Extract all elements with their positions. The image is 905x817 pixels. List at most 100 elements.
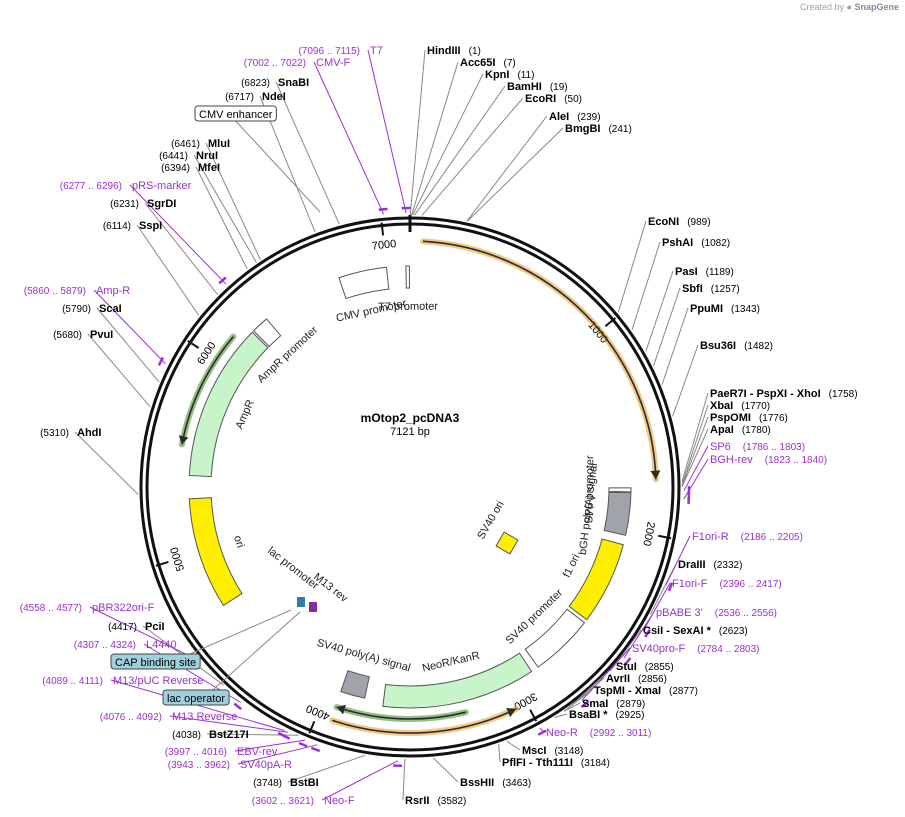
site-name[interactable]: KpnI [485, 69, 509, 81]
feature-cmv-promoter[interactable] [338, 266, 390, 300]
site-name[interactable]: NdeI [262, 91, 286, 103]
site-name[interactable]: StuI [616, 661, 637, 673]
site-name[interactable]: HindIII [427, 45, 461, 57]
site-name[interactable]: SmaI [582, 698, 608, 710]
site-name[interactable]: PpuMI [690, 303, 723, 315]
site-name[interactable]: Bsu36I [700, 340, 736, 352]
feature-bgh-polya[interactable] [603, 491, 632, 536]
cds-arc [331, 708, 517, 734]
site-name[interactable]: BamHI [507, 81, 542, 93]
primer-bind-mark [157, 356, 165, 366]
primer-name[interactable]: CMV-F [316, 57, 351, 69]
site-name[interactable]: SgrDI [147, 198, 176, 210]
primer-bind-mark [310, 746, 321, 753]
primer-name[interactable]: pRS-marker [132, 180, 192, 192]
scale-tick-label: 5000 [168, 546, 187, 573]
site-name[interactable]: BsaBI * [569, 709, 608, 721]
site-name[interactable]: Acc65I [460, 57, 495, 69]
site-name[interactable]: BssHII [460, 777, 494, 789]
site-name[interactable]: PflFI - Tth111I [502, 757, 573, 769]
site-name[interactable]: AleI [549, 111, 569, 123]
site-name[interactable]: MluI [208, 138, 230, 150]
site-name[interactable]: CsiI - SexAI * [643, 625, 712, 637]
site-name[interactable]: ScaI [99, 303, 122, 315]
feature-sv40-promoter[interactable] [524, 608, 586, 668]
primer-name[interactable]: Neo-R [546, 727, 578, 739]
primer-name[interactable]: Neo-F [324, 795, 355, 807]
primer-leader [93, 289, 166, 364]
primer-name[interactable]: L4440 [146, 639, 177, 651]
site-name[interactable]: ApaI [710, 424, 734, 436]
site-name[interactable]: NruI [196, 150, 218, 162]
site-name[interactable]: AhdI [77, 427, 101, 439]
site-position: (3148) [554, 746, 583, 757]
box-label-2[interactable]: lac operator [162, 689, 230, 706]
site-name[interactable]: PciI [145, 621, 165, 633]
site-name[interactable]: PshAI [662, 237, 693, 249]
primer-leader [313, 61, 385, 215]
primer-name[interactable]: M13/pUC Reverse [113, 675, 203, 687]
site-name[interactable]: RsrII [405, 795, 429, 807]
primer-name[interactable]: SV40pA-R [240, 759, 292, 771]
site-position: (50) [564, 94, 582, 105]
site-leader [144, 202, 219, 295]
site-name[interactable]: AvrII [606, 673, 630, 685]
site-position: (5790) [62, 304, 91, 315]
feature-sv40-polya[interactable] [340, 670, 370, 699]
site-name[interactable]: SnaBI [278, 77, 309, 89]
site-name[interactable]: BstBI [290, 777, 319, 789]
site-name[interactable]: TspMI - XmaI [594, 685, 661, 697]
primer-bind-mark [218, 276, 227, 285]
primer-name[interactable]: F1ori-R [692, 531, 729, 543]
primer-name[interactable]: T7 [370, 45, 383, 57]
feature-neor-kanr[interactable] [382, 652, 533, 709]
site-name[interactable]: SbfI [682, 283, 703, 295]
feature-ori[interactable] [188, 497, 243, 607]
site-name[interactable]: EcoNI [648, 216, 679, 228]
site-name[interactable]: XbaI [710, 400, 733, 412]
site-position: (1189) [706, 267, 734, 278]
site-name[interactable]: PspOMI [710, 412, 751, 424]
site-name[interactable]: MfeI [198, 162, 220, 174]
site-leader [645, 270, 674, 352]
feature-ampr-promoter[interactable] [252, 318, 282, 348]
primer-bind-mark [277, 731, 287, 739]
primer-name[interactable]: EBV-rev [237, 746, 278, 758]
primer-leader [89, 606, 198, 661]
site-name[interactable]: PvuI [90, 329, 113, 341]
primer-position: (3602 .. 3621) [252, 796, 314, 807]
site-leader [617, 220, 647, 313]
site-name[interactable]: PaeR7I - PspXI - XhoI [710, 388, 821, 400]
scale-tick [604, 317, 617, 328]
site-position: (6231) [110, 199, 139, 210]
site-name[interactable]: SspI [139, 220, 162, 232]
primer-position: (4076 .. 4092) [100, 712, 162, 723]
primer-position: (7096 .. 7115) [298, 46, 360, 57]
primer-name[interactable]: Amp-R [96, 285, 130, 297]
box-label-1[interactable]: CAP binding site [110, 653, 201, 670]
primer-name[interactable]: pBABE 3' [656, 607, 703, 619]
feature-f1-ori[interactable] [568, 538, 624, 621]
plasmid-name: mOtop2_pcDNA3 [361, 411, 460, 425]
primer-position: (2536 .. 2556) [715, 608, 777, 619]
site-leader [661, 307, 689, 385]
feature-sp6-promoter[interactable] [608, 487, 632, 493]
primer-name[interactable]: pBR322ori-F [92, 602, 155, 614]
primer-name[interactable]: F1ori-F [672, 578, 708, 590]
site-name[interactable]: BmgBI [565, 123, 600, 135]
site-name[interactable]: DraIII [678, 559, 706, 571]
site-name[interactable]: BstZ17I [209, 729, 249, 741]
site-name[interactable]: PasI [675, 266, 698, 278]
site-name[interactable]: MscI [522, 745, 546, 757]
primer-name[interactable]: BGH-rev [710, 454, 753, 466]
primer-name[interactable]: M13 Reverse [172, 711, 237, 723]
site-name[interactable]: EcoRI [525, 93, 556, 105]
primer-name[interactable]: SP6 [710, 441, 731, 453]
primer-name[interactable]: SV40pro-F [632, 643, 685, 655]
box-label-0[interactable]: CMV enhancer [194, 105, 277, 122]
m13-rev-mark [309, 602, 317, 612]
feature-ampr[interactable] [188, 331, 269, 478]
feature-t7-promoter[interactable] [405, 265, 410, 289]
primer-position: (4089 .. 4111) [42, 676, 103, 687]
